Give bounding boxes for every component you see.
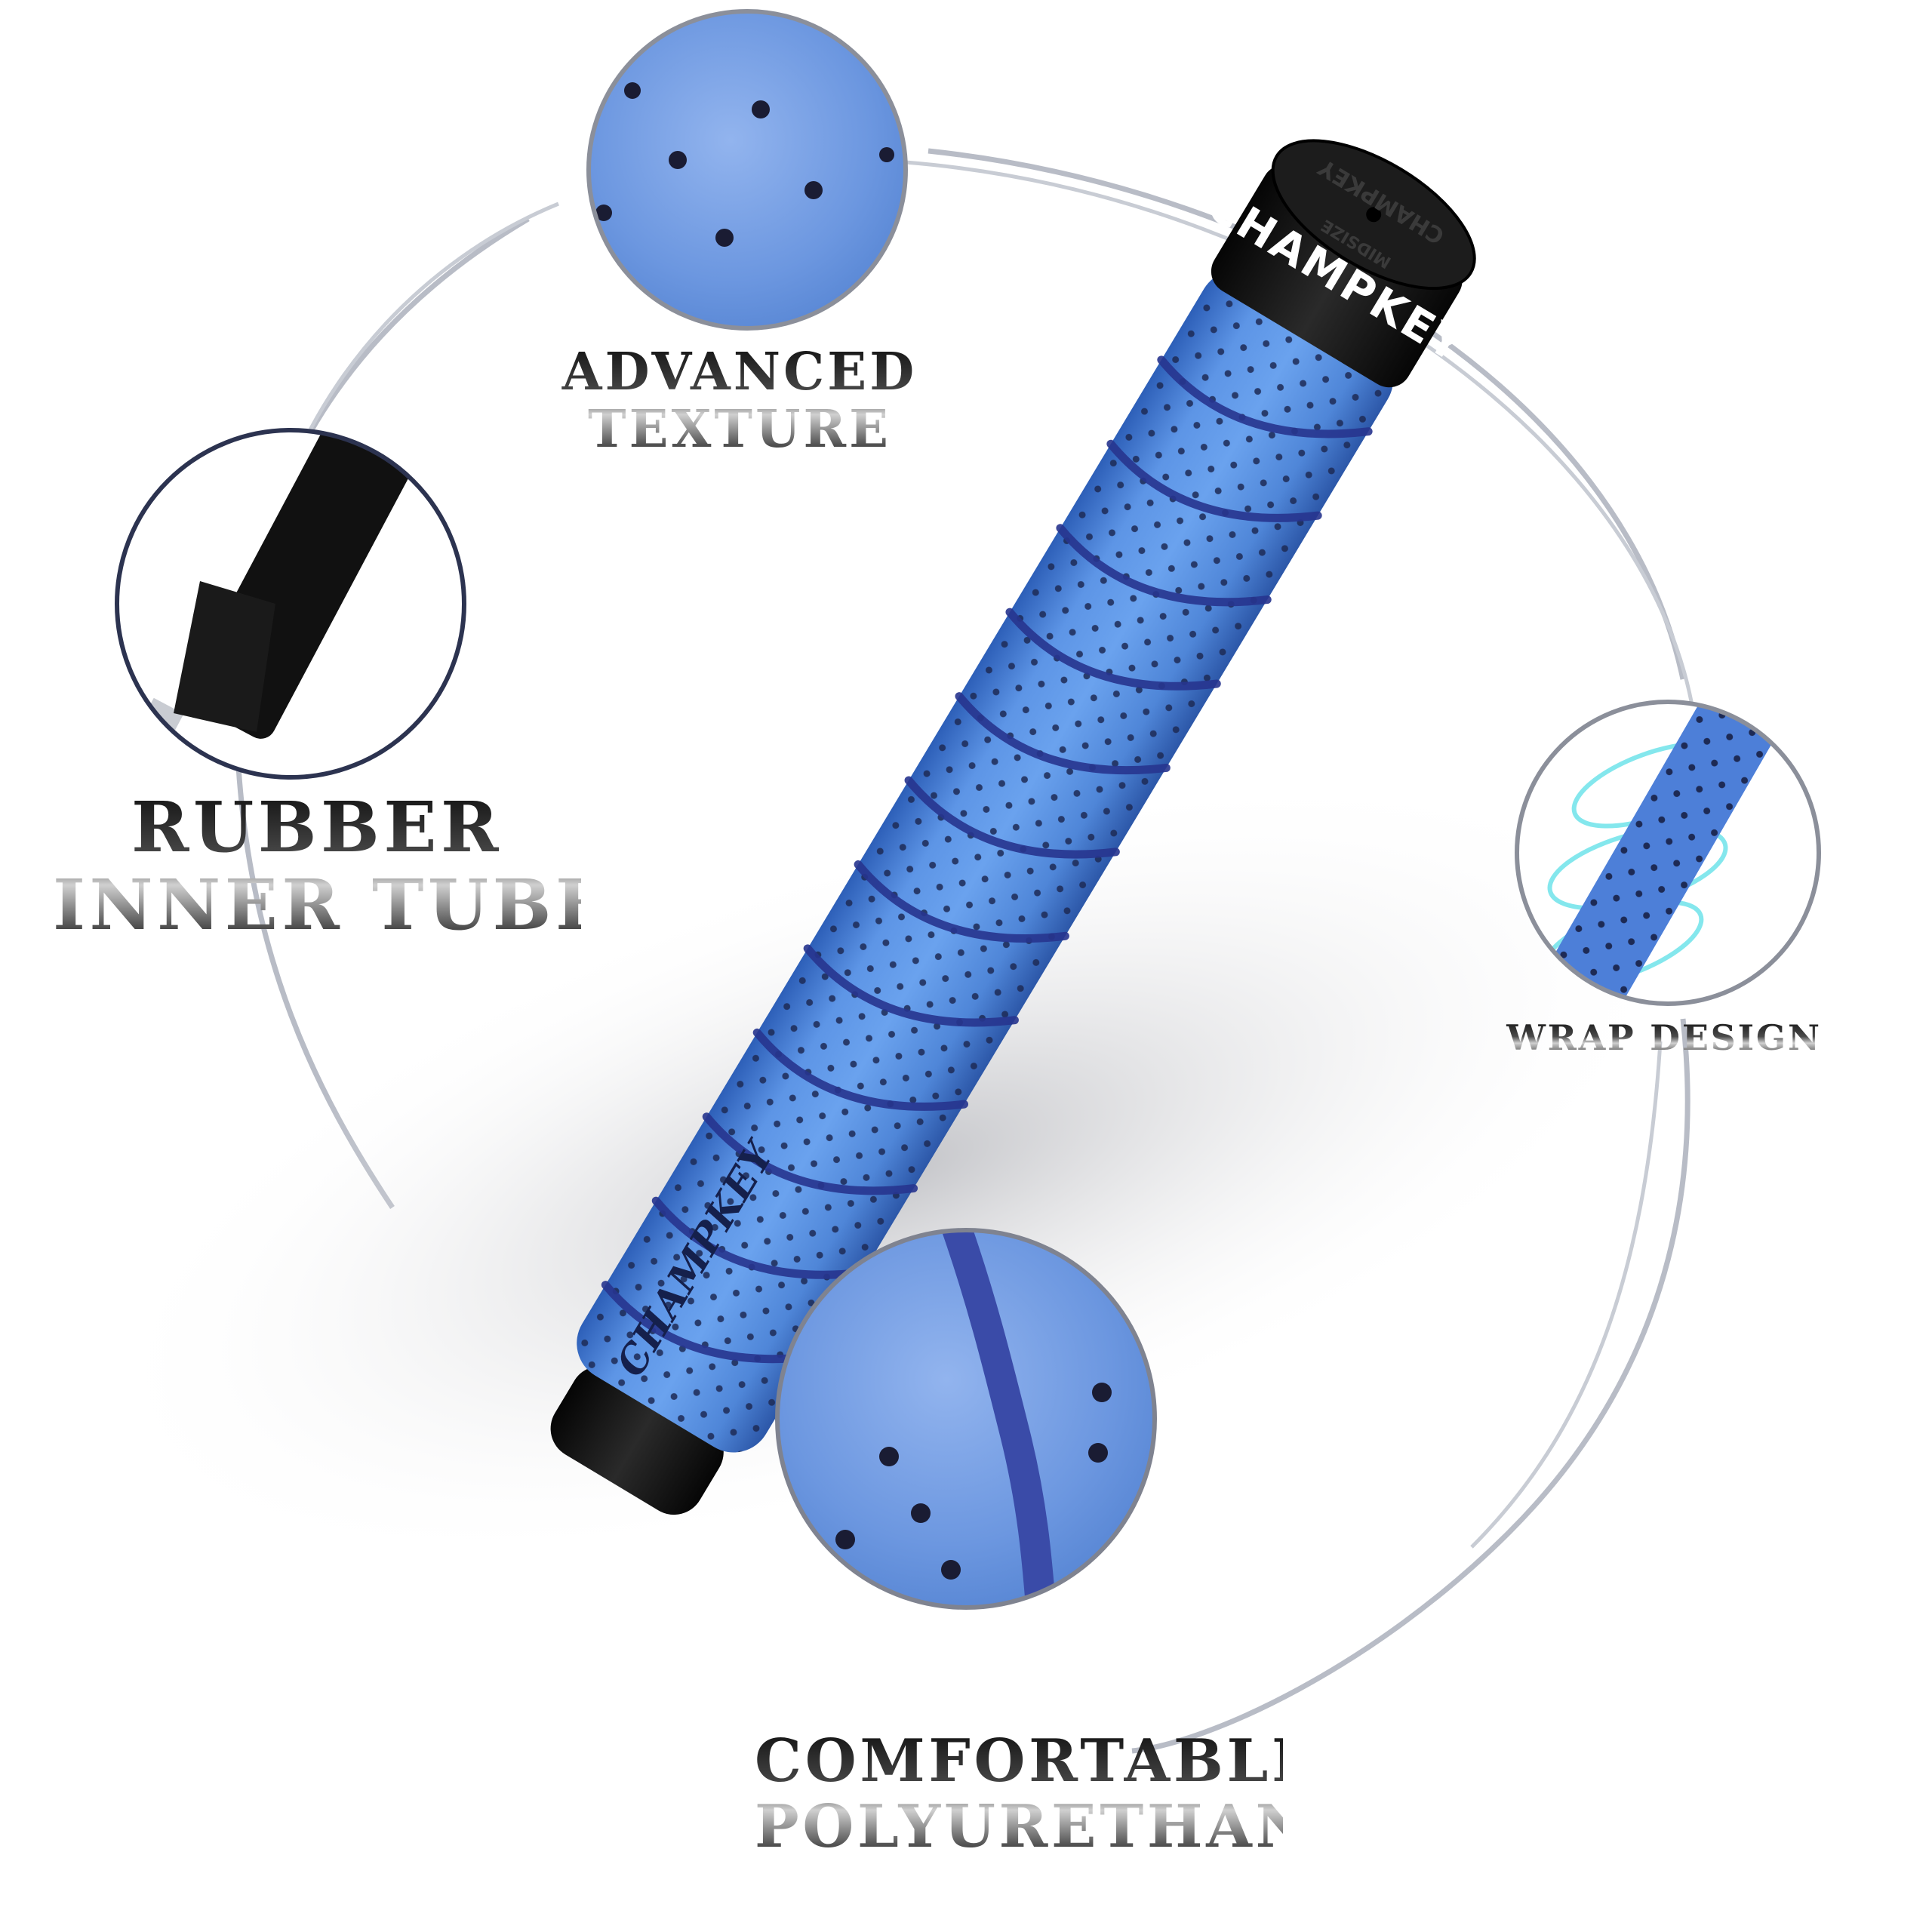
feature-label-advanced-texture: ADVANCED TEXTURE [528,343,951,458]
grip-top-cap [1211,165,1463,388]
label-line: RUBBER [131,786,503,868]
label-line: INNER TUBE [53,864,613,946]
feature-label-rubber-inner-tube: RUBBER INNER TUBE [53,786,613,946]
zoom-rubber [115,428,466,780]
wrap-ridges [601,355,1373,1364]
feature-label-comfortable-polyurethane: COMFORTABLE POLYURETHANE [755,1727,1361,1862]
label-line: COMFORTABLE [755,1727,1321,1795]
grip-bottom-end [550,1366,724,1515]
zoom-texture [586,9,908,331]
label-line: ADVANCED [561,342,918,402]
label-line: WRAP DESIGN [1506,1017,1822,1058]
label-line: TEXTURE [588,399,891,460]
label-line: POLYURETHANE [755,1792,1361,1862]
golf-grip: CHAMPKEY CHAMPKEY MIDSIZE CHAMPKEY [550,139,1476,1515]
zoom-wrap [1515,700,1821,1006]
feature-label-wrap-design: WRAP DESIGN [1491,1017,1838,1058]
